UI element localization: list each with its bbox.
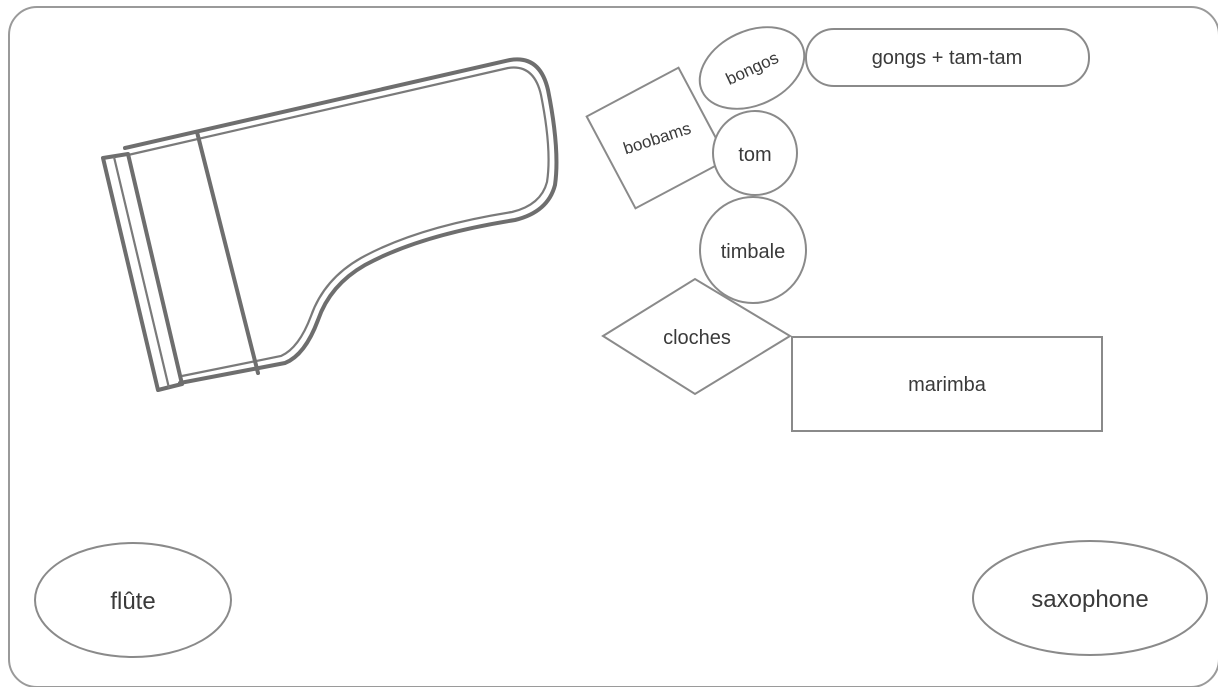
gongs-label: gongs + tam-tam [872, 47, 1023, 69]
gongs-group: gongs + tam-tam [806, 29, 1089, 86]
saxophone-group: saxophone [973, 541, 1207, 655]
tom-group: tom [713, 111, 797, 195]
flute-label: flûte [110, 588, 155, 615]
marimba-label: marimba [908, 374, 987, 396]
tom-label: tom [738, 144, 771, 166]
timbale-label: timbale [721, 241, 785, 263]
flute-group: flûte [35, 543, 231, 657]
marimba-group: marimba [792, 337, 1102, 431]
timbale-group: timbale [700, 197, 806, 303]
saxophone-label: saxophone [1031, 586, 1148, 613]
cloches-label: cloches [663, 327, 731, 349]
